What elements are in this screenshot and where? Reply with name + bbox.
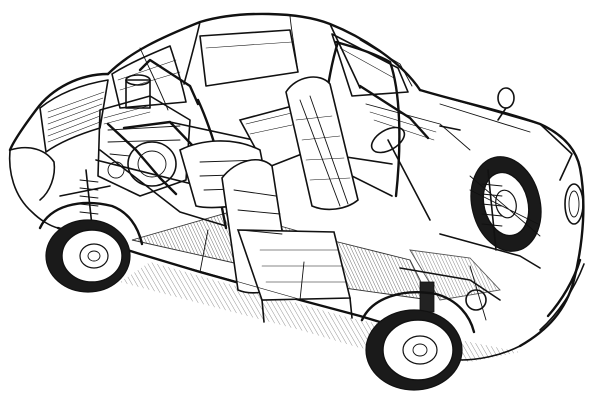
rear-wheel — [45, 219, 131, 293]
front-seat-cushion — [221, 158, 353, 323]
engine-block — [97, 74, 191, 197]
door-outline — [139, 229, 381, 323]
wheel-arches — [38, 201, 476, 334]
engine-grille — [9, 79, 109, 201]
headlight — [564, 183, 584, 225]
front-wheel — [365, 309, 463, 391]
spare-wheel — [469, 156, 542, 252]
steering-assembly — [365, 103, 471, 221]
rear-suspension — [59, 159, 201, 227]
front-suspension — [399, 169, 541, 321]
side-mirror — [497, 87, 515, 121]
front-seat-backrest — [285, 76, 359, 211]
